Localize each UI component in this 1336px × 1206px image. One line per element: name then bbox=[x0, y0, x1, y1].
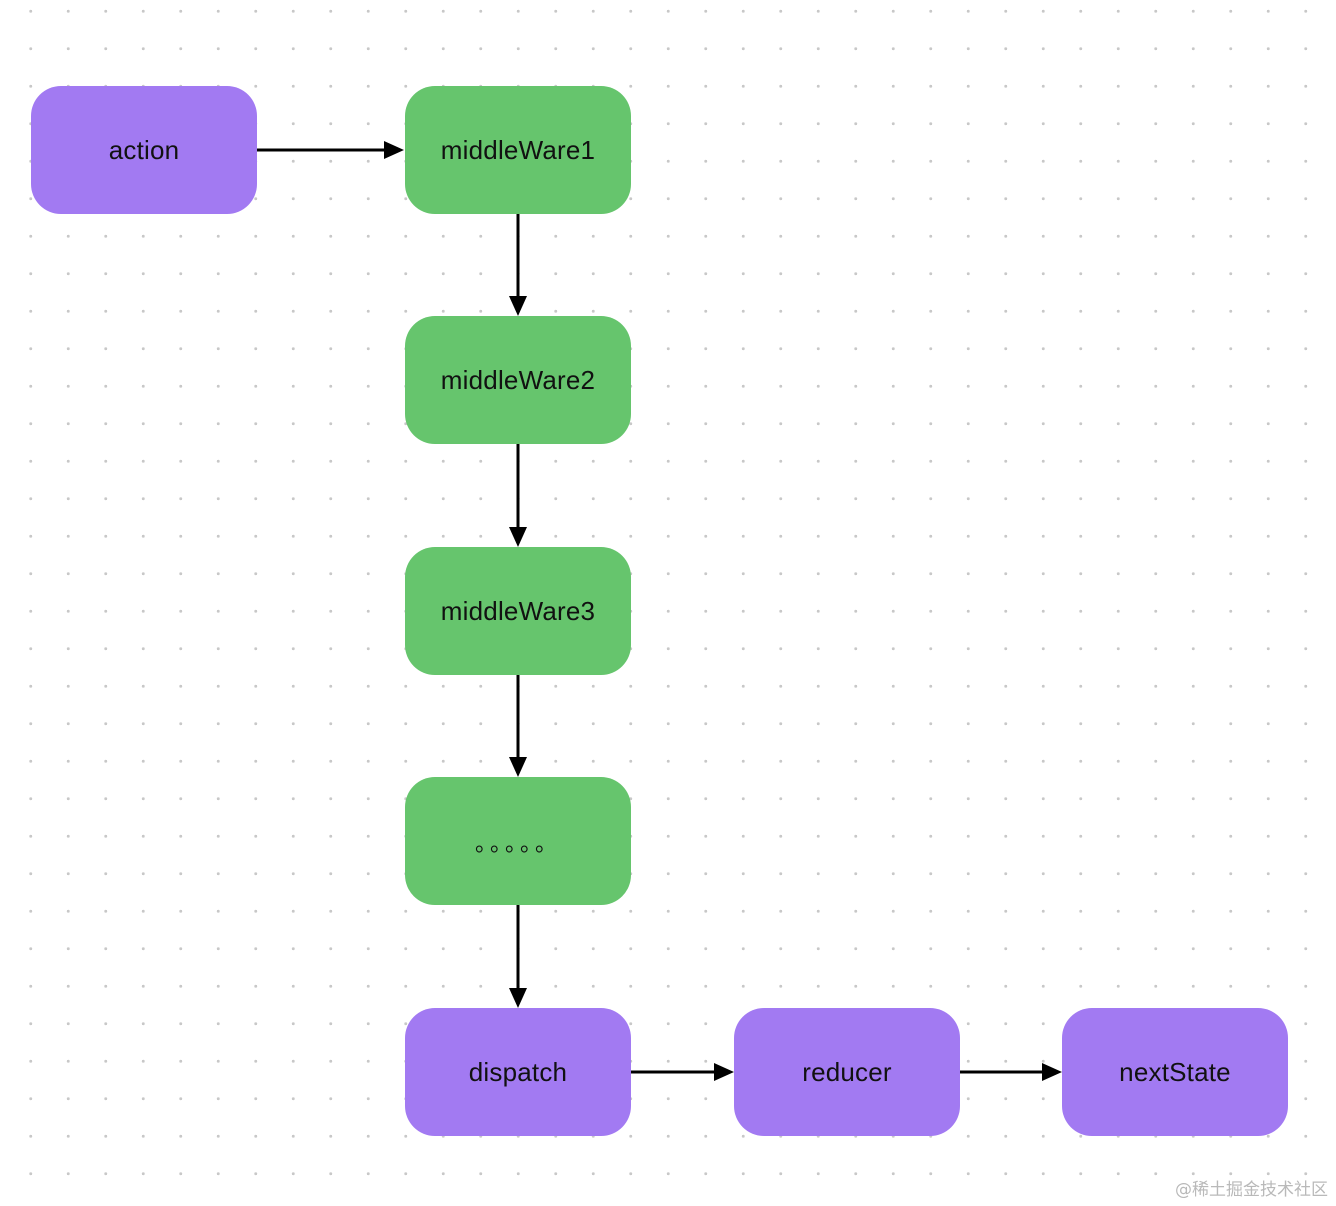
action-node: action bbox=[31, 86, 257, 214]
arrow-action-to-middleware1 bbox=[257, 141, 404, 159]
reducer-node: reducer bbox=[734, 1008, 960, 1136]
arrow-more-to-dispatch bbox=[509, 905, 527, 1008]
arrow-middleware3-to-more bbox=[509, 675, 527, 777]
watermark: @稀土掘金技术社区 bbox=[1175, 1180, 1328, 1200]
arrow-middleware1-to-middleware2 bbox=[509, 214, 527, 316]
middleware1-node: middleWare1 bbox=[405, 86, 631, 214]
ellipsis-label: 。。。。。 bbox=[474, 832, 561, 857]
next-state-node: nextState bbox=[1062, 1008, 1288, 1136]
dispatch-node: dispatch bbox=[405, 1008, 631, 1136]
arrow-reducer-to-next-state bbox=[960, 1063, 1062, 1081]
middleware3-label: middleWare3 bbox=[440, 595, 596, 626]
next-state-label: nextState bbox=[1119, 1056, 1231, 1087]
arrow-middleware2-to-middleware3 bbox=[509, 444, 527, 547]
middleware2-label: middleWare2 bbox=[440, 364, 596, 395]
middleware3-node: middleWare3 bbox=[405, 547, 631, 675]
middleware2-node: middleWare2 bbox=[405, 316, 631, 444]
action-label: action bbox=[108, 134, 180, 165]
more-middleware-node: 。。。。。 bbox=[405, 777, 631, 905]
arrow-dispatch-to-reducer bbox=[631, 1063, 734, 1081]
middleware1-label: middleWare1 bbox=[440, 134, 596, 165]
dispatch-label: dispatch bbox=[468, 1056, 568, 1087]
reducer-label: reducer bbox=[802, 1056, 892, 1087]
